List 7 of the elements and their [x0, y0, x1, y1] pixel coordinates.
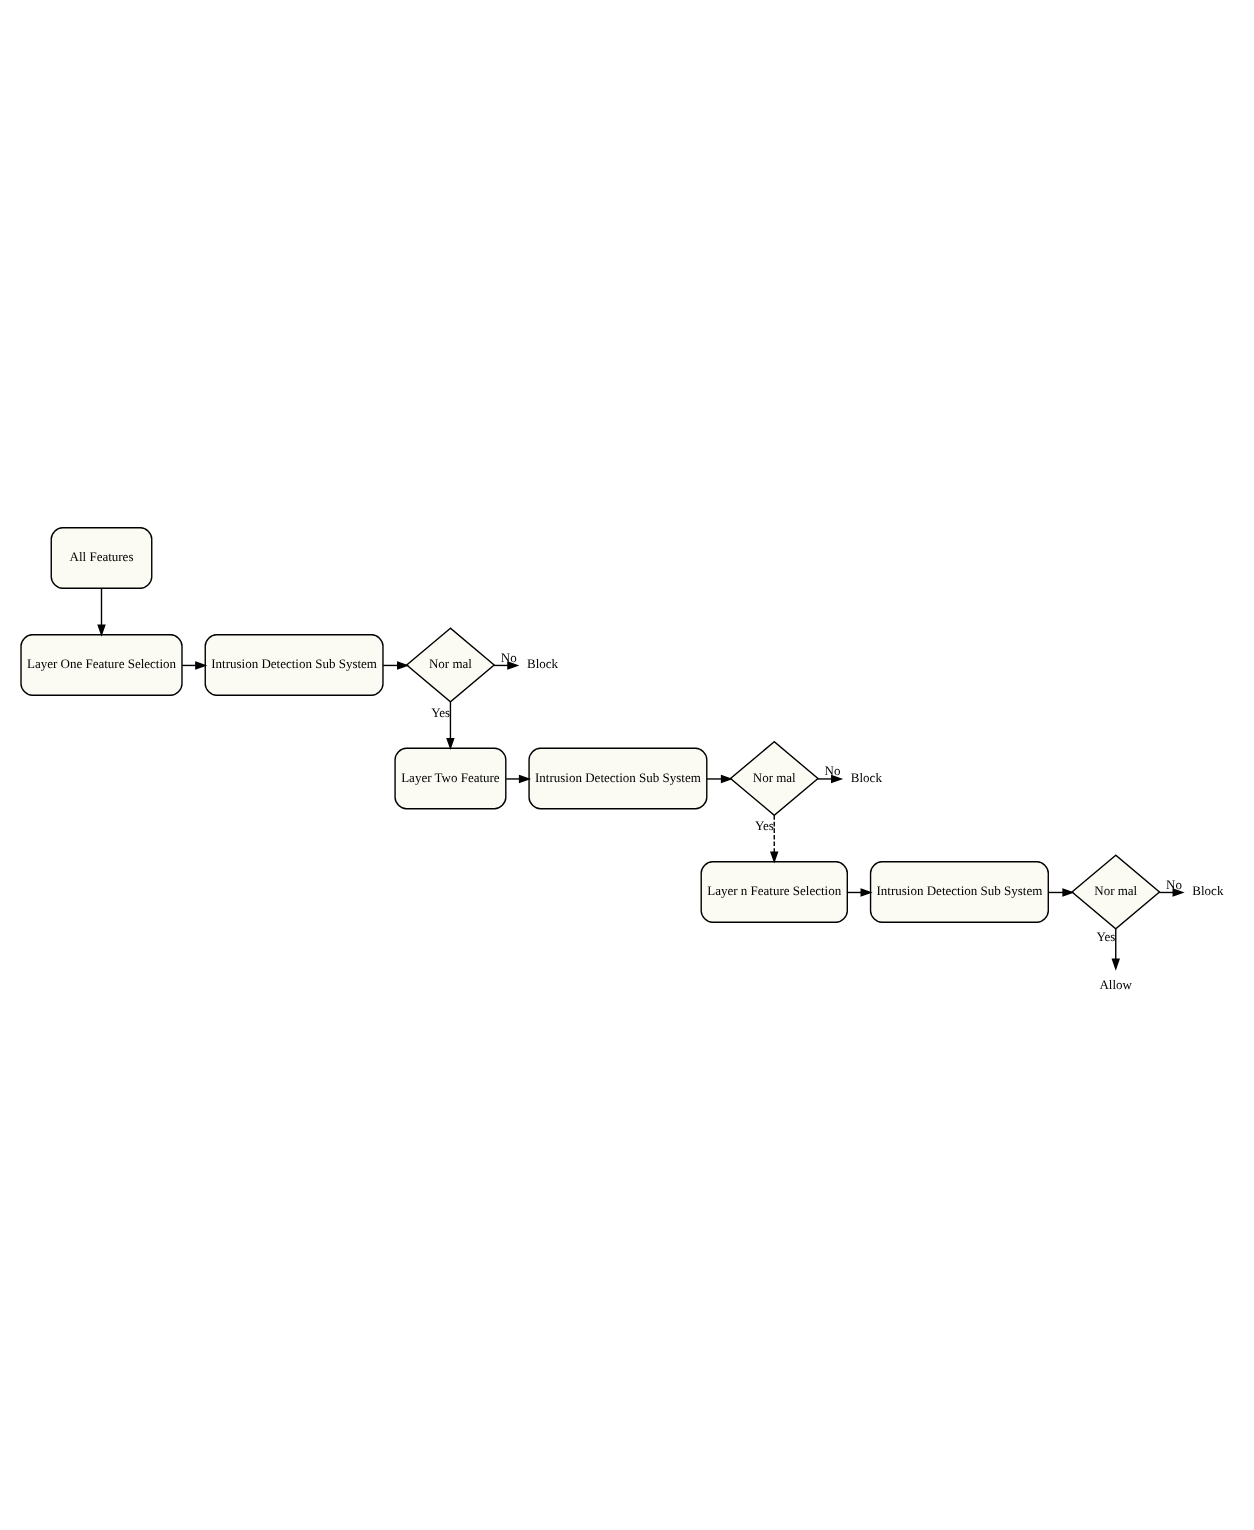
- arrow: [505, 774, 532, 784]
- arrow: [97, 587, 106, 637]
- arrow: [816, 774, 844, 784]
- arrow: [706, 774, 733, 784]
- arrow: [446, 701, 455, 750]
- arrow: [770, 814, 779, 864]
- arrow: [1111, 928, 1120, 971]
